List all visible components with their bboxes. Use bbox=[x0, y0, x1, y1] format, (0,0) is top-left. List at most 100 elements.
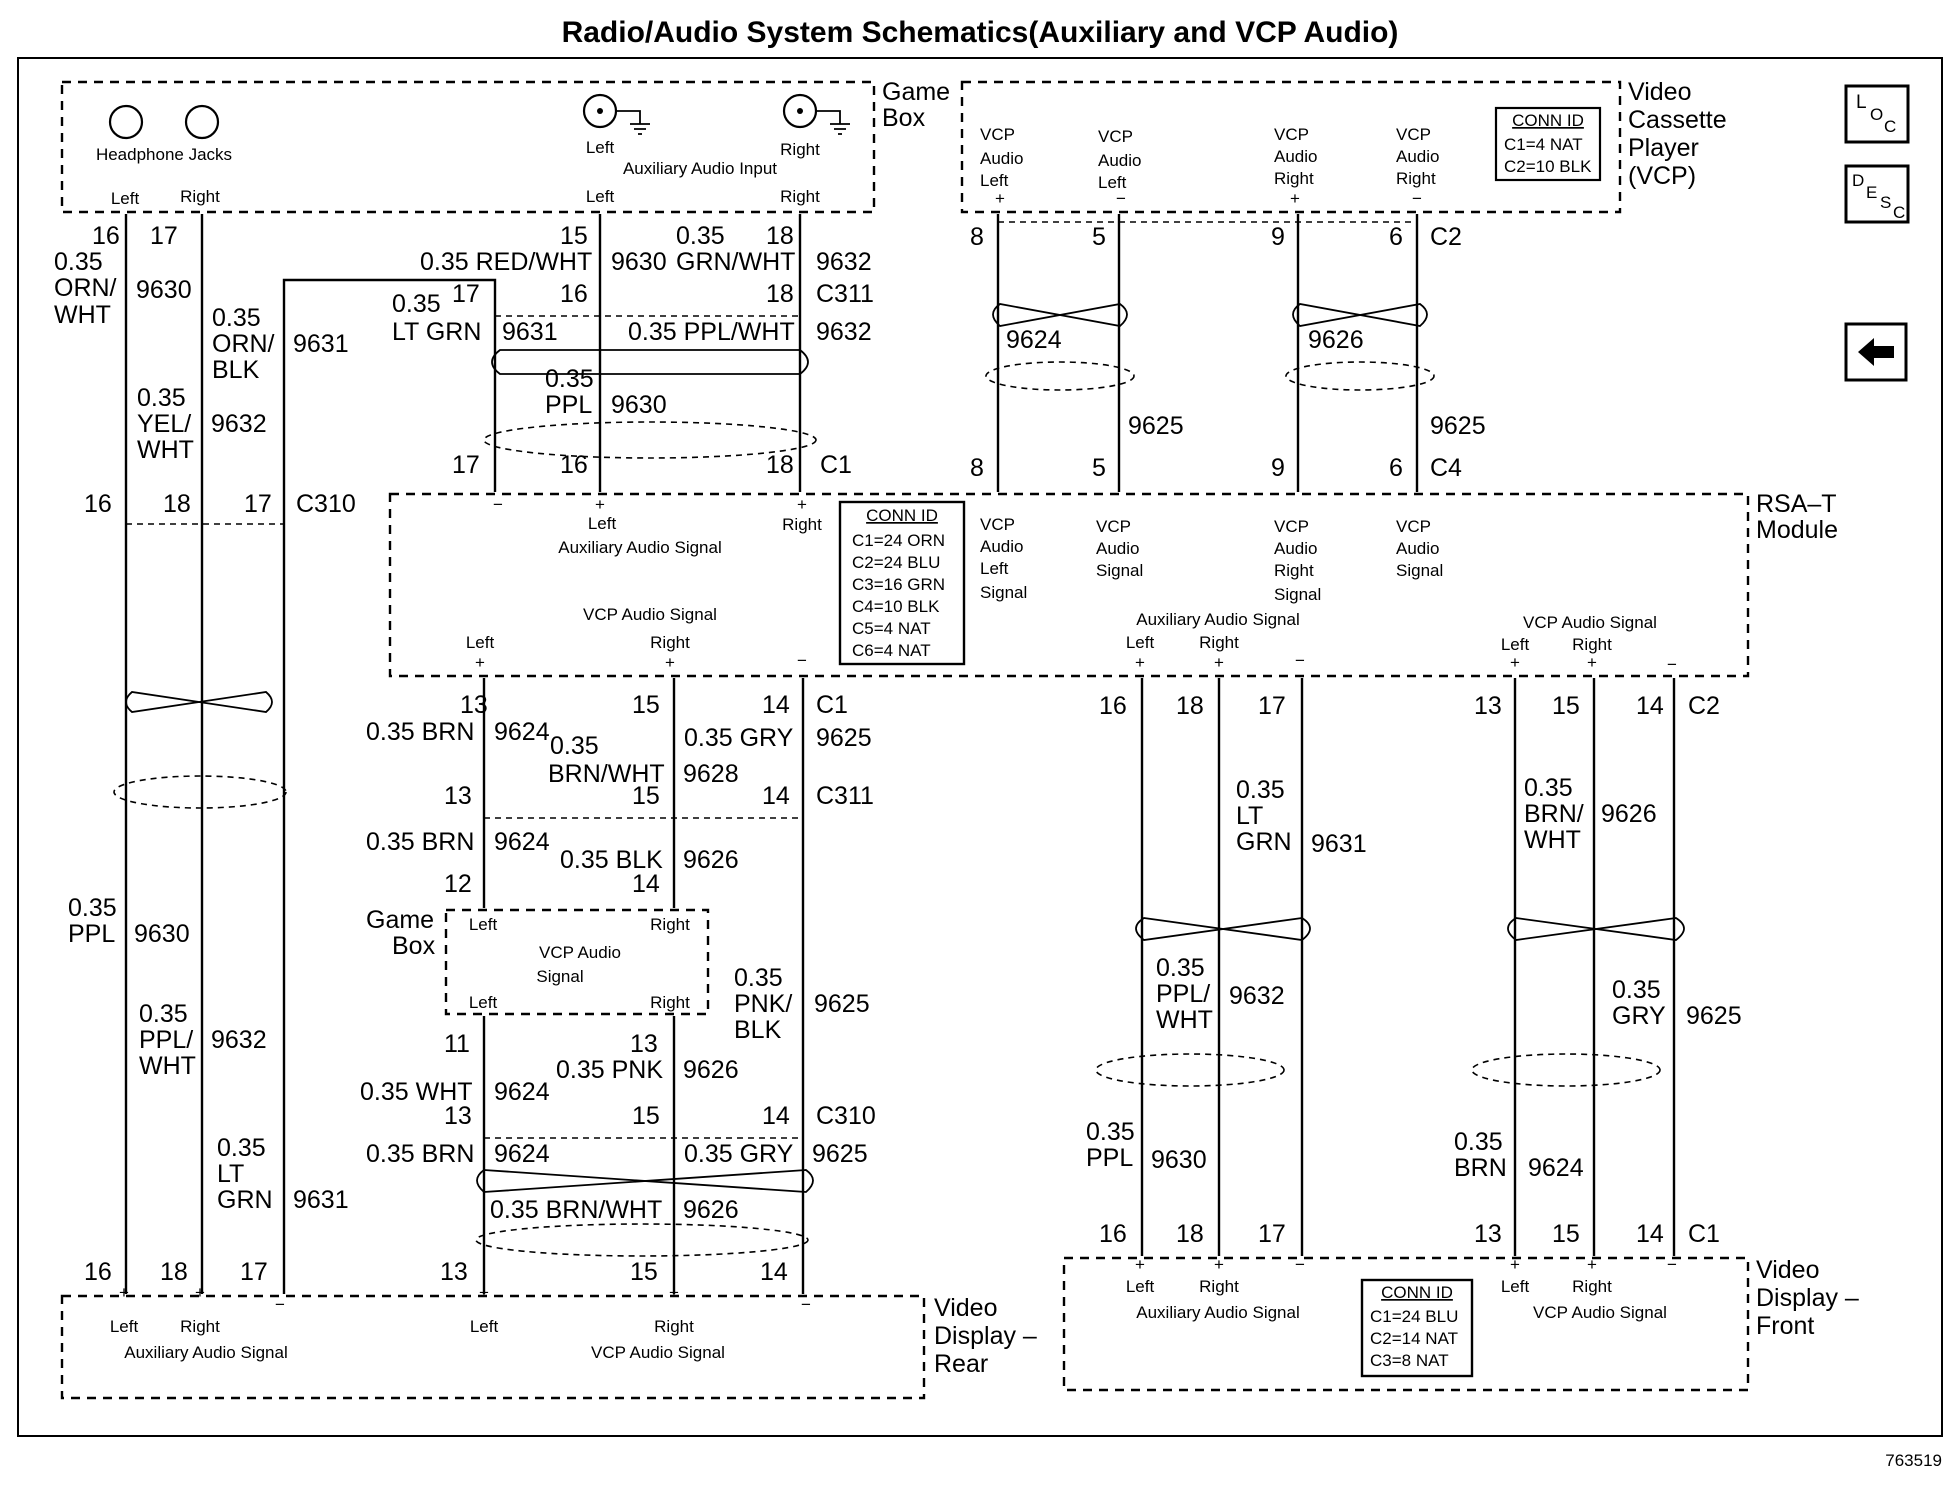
wire-label: 14 bbox=[762, 782, 790, 810]
wire-label: 9625 bbox=[812, 1140, 868, 1168]
wire-label: 9632 bbox=[816, 248, 872, 276]
svg-text:C: C bbox=[1893, 203, 1905, 222]
wire-label: 13 bbox=[440, 1258, 468, 1286]
wire-label: 15 bbox=[630, 1258, 658, 1286]
svg-text:Left: Left bbox=[1098, 173, 1127, 192]
wire-label: 9625 bbox=[1430, 412, 1486, 440]
wire-label: 9625 bbox=[1128, 412, 1184, 440]
vcp-conn-title: CONN ID bbox=[1512, 111, 1584, 130]
wire-label: LT bbox=[217, 1160, 244, 1188]
svg-text:Right: Right bbox=[1274, 561, 1314, 580]
svg-text:−: − bbox=[1116, 189, 1126, 208]
vcp-name-3: Player bbox=[1628, 134, 1699, 162]
pin-label: Right bbox=[782, 515, 822, 534]
wire-label: WHT bbox=[137, 436, 194, 464]
wire-label: 0.35 bbox=[1236, 776, 1285, 804]
wire-label: 6 bbox=[1389, 223, 1403, 251]
wires bbox=[124, 214, 1676, 1294]
display-rear-name-1: Video bbox=[934, 1294, 998, 1322]
wire-label: 16 bbox=[84, 490, 112, 518]
wire-label: GRN bbox=[1236, 828, 1292, 856]
wire-label: PPL bbox=[545, 391, 592, 419]
loc-button[interactable]: LOC bbox=[1844, 84, 1910, 144]
wire-label: 0.35 bbox=[139, 1000, 188, 1028]
front-conn-id-box bbox=[1360, 1278, 1474, 1378]
wire-label: 9 bbox=[1271, 454, 1285, 482]
wire-label: C1 bbox=[820, 451, 852, 479]
signal-label: Auxiliary Audio Signal bbox=[558, 538, 721, 557]
pin-label: + bbox=[1214, 1255, 1224, 1274]
vcp-name-2: Cassette bbox=[1628, 106, 1727, 134]
svg-text:S: S bbox=[1880, 193, 1891, 212]
wire-label: LT GRN bbox=[392, 318, 481, 346]
wire-label: 9631 bbox=[502, 318, 558, 346]
wire-label: LT bbox=[1236, 802, 1263, 830]
pin-label: Right bbox=[1199, 633, 1239, 652]
pin-label: Right bbox=[1199, 1277, 1239, 1296]
wire-label: 14 bbox=[760, 1258, 788, 1286]
figure-id: 763519 bbox=[1885, 1451, 1942, 1470]
wire-label: 5 bbox=[1092, 223, 1106, 251]
wire-label: 9630 bbox=[611, 391, 667, 419]
wire-label: C310 bbox=[816, 1102, 876, 1130]
wire-label: BLK bbox=[734, 1016, 782, 1044]
wire-label: 0.35 bbox=[137, 384, 186, 412]
pin-label: Left bbox=[1126, 633, 1155, 652]
wire-label: 15 bbox=[632, 782, 660, 810]
pin-label: + bbox=[1587, 1255, 1597, 1274]
wire-label: PPL bbox=[68, 920, 115, 948]
svg-text:Right: Right bbox=[1274, 169, 1314, 188]
wire-label: 14 bbox=[632, 870, 660, 898]
display-front-name-2: Display – bbox=[1756, 1284, 1859, 1312]
rsa-conn-list: C1=24 ORN C2=24 BLU C3=16 GRN C4=10 BLK … bbox=[852, 531, 945, 660]
wire-label: 0.35 bbox=[676, 222, 725, 250]
svg-text:+: + bbox=[995, 189, 1005, 208]
pin-label: − bbox=[801, 1295, 811, 1314]
wire-label: 8 bbox=[970, 454, 984, 482]
wire-label: 0.35 bbox=[1612, 976, 1661, 1004]
wire-label: ORN/ bbox=[54, 274, 117, 302]
wire-label: BLK bbox=[212, 356, 260, 384]
wire-label: 0.35 PPL/WHT bbox=[628, 318, 795, 346]
vcp-conn-c1: C1=4 NAT bbox=[1504, 135, 1583, 154]
svg-text:Signal: Signal bbox=[1274, 585, 1321, 604]
svg-text:D: D bbox=[1852, 171, 1864, 190]
svg-text:Audio: Audio bbox=[1274, 539, 1317, 558]
wire-label: 0.35 BRN bbox=[366, 718, 474, 746]
vcp-conn-id-box bbox=[1494, 106, 1602, 182]
wire-label: 13 bbox=[444, 1102, 472, 1130]
wire-label: 9626 bbox=[1601, 800, 1657, 828]
svg-text:VCP: VCP bbox=[1274, 125, 1309, 144]
wire-label: WHT bbox=[139, 1052, 196, 1080]
game-box-mid-signal-1: VCP Audio bbox=[539, 943, 621, 962]
wire-label: 0.35 bbox=[212, 304, 261, 332]
wire-label: 9625 bbox=[1686, 1002, 1742, 1030]
svg-text:Audio: Audio bbox=[1274, 147, 1317, 166]
rsa-name-2: Module bbox=[1756, 516, 1838, 544]
wire-label: 18 bbox=[1176, 1220, 1204, 1248]
wire-label: C4 bbox=[1430, 454, 1462, 482]
svg-text:C2=24 BLU: C2=24 BLU bbox=[852, 553, 940, 572]
wire-label: 9624 bbox=[494, 1078, 550, 1106]
wire-label: 9624 bbox=[1006, 326, 1062, 354]
wire-label: 0.35 bbox=[1454, 1128, 1503, 1156]
display-front-name-3: Front bbox=[1756, 1312, 1814, 1340]
wire-label: 9624 bbox=[1528, 1154, 1584, 1182]
back-button[interactable] bbox=[1844, 322, 1908, 382]
pin-label: Left bbox=[111, 189, 140, 208]
signal-label: VCP Audio Signal bbox=[591, 1343, 725, 1362]
pin-label: + bbox=[1587, 653, 1597, 672]
signal-label: VCP Audio Signal bbox=[1533, 1303, 1667, 1322]
wire-label: 15 bbox=[632, 1102, 660, 1130]
vcp-outline bbox=[960, 80, 1622, 214]
wire-label: 15 bbox=[1552, 1220, 1580, 1248]
pin-label: Right bbox=[650, 915, 690, 934]
wire-label: 14 bbox=[762, 1102, 790, 1130]
pin-label: + bbox=[595, 495, 605, 514]
pin-label: − bbox=[493, 495, 503, 514]
wire-label: 0.35 GRY bbox=[684, 724, 794, 752]
vcp-name-1: Video bbox=[1628, 78, 1692, 106]
